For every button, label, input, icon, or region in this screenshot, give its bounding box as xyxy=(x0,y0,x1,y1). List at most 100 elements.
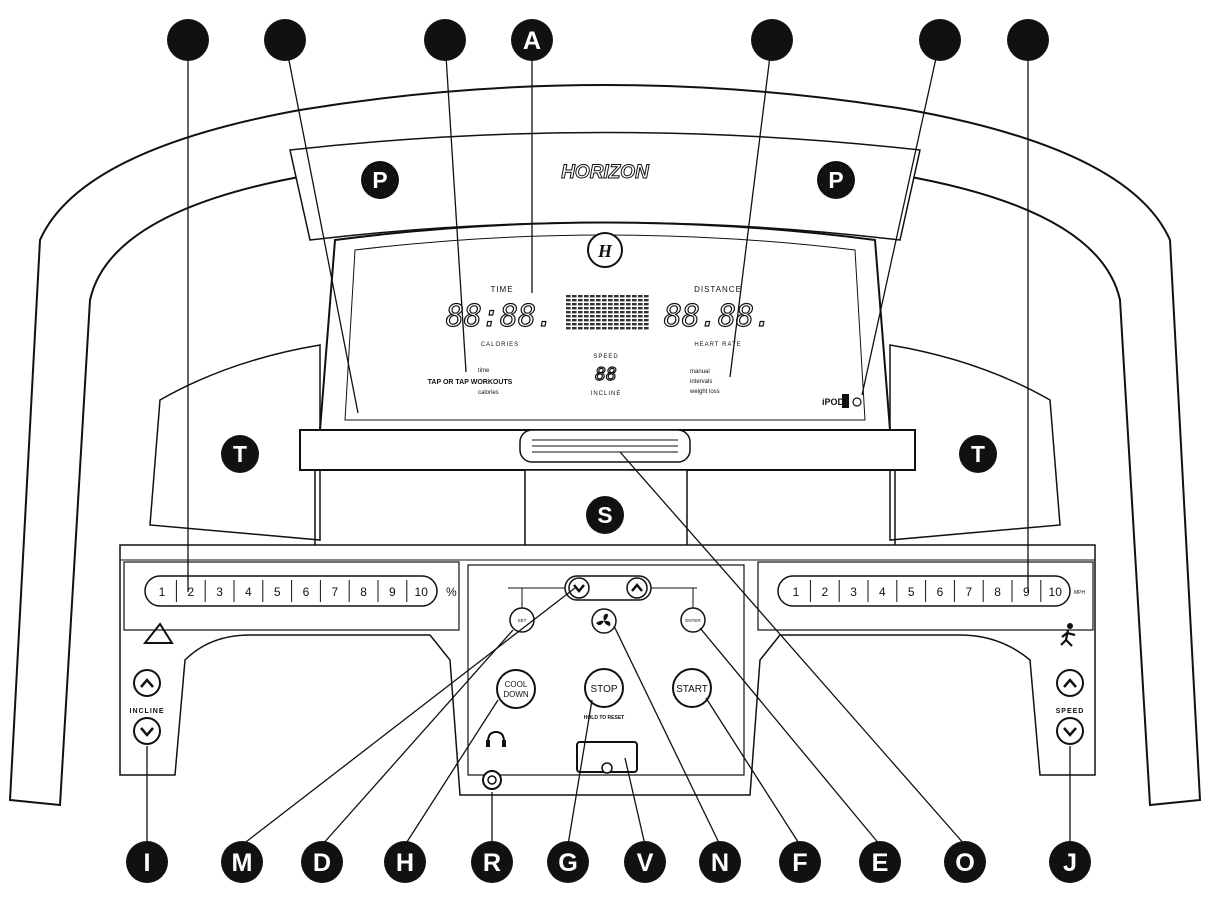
matrix-cell xyxy=(620,327,625,330)
quick-key-2[interactable]: 2 xyxy=(821,585,828,599)
svg-text:ENTER: ENTER xyxy=(685,618,701,623)
matrix-cell xyxy=(638,299,643,302)
matrix-cell xyxy=(584,295,589,298)
matrix-cell xyxy=(584,299,589,302)
incline-keys-group: 1 2 3 4 5 6 7 8 9 10 xyxy=(159,580,429,602)
matrix-cell xyxy=(590,327,595,330)
speed-down-button[interactable] xyxy=(1056,717,1084,745)
matrix-cell xyxy=(584,327,589,330)
matrix-cell xyxy=(644,303,649,306)
matrix-cell xyxy=(632,303,637,306)
callout-top-5 xyxy=(919,19,961,61)
matrix-cell xyxy=(590,315,595,318)
runner-icon xyxy=(1060,623,1076,647)
quick-key-7[interactable]: 7 xyxy=(965,585,972,599)
quick-key-5[interactable]: 5 xyxy=(274,585,281,599)
matrix-cell xyxy=(638,303,643,306)
matrix-cell xyxy=(596,315,601,318)
matrix-cell xyxy=(578,323,583,326)
quick-key-9[interactable]: 9 xyxy=(1023,585,1030,599)
device-tray[interactable] xyxy=(576,741,638,774)
workout-heading: TAP OR TAP WORKOUTS xyxy=(428,379,513,386)
level-up-button[interactable] xyxy=(626,577,648,599)
speed-readout: 88 xyxy=(595,364,617,385)
level-down-button[interactable] xyxy=(568,577,590,599)
quick-key-6[interactable]: 6 xyxy=(303,585,310,599)
quick-key-8[interactable]: 8 xyxy=(994,585,1001,599)
matrix-cell xyxy=(626,295,631,298)
quick-key-1[interactable]: 1 xyxy=(793,585,800,599)
quick-key-3[interactable]: 3 xyxy=(850,585,857,599)
matrix-cell xyxy=(614,323,619,326)
quick-key-9[interactable]: 9 xyxy=(389,585,396,599)
quick-key-1[interactable]: 1 xyxy=(159,585,166,599)
matrix-cell xyxy=(602,327,607,330)
callout-bottom-2: D xyxy=(301,841,343,883)
matrix-cell xyxy=(614,327,619,330)
fan-button[interactable] xyxy=(591,608,617,634)
quick-key-10[interactable]: 10 xyxy=(1049,585,1063,599)
matrix-cell xyxy=(626,323,631,326)
callout-bottom-7-letter: N xyxy=(711,849,729,877)
callout-bottom-11: J xyxy=(1049,841,1091,883)
matrix-cell xyxy=(572,307,577,310)
matrix-cell xyxy=(632,299,637,302)
matrix-cell xyxy=(608,319,613,322)
speed-up-button[interactable] xyxy=(1056,669,1084,697)
callout-bottom-11-letter: J xyxy=(1063,849,1077,877)
time-label: TIME xyxy=(490,285,513,294)
matrix-cell xyxy=(626,327,631,330)
matrix-cell xyxy=(602,315,607,318)
matrix-cell xyxy=(596,299,601,302)
logo-badge xyxy=(587,232,623,268)
quick-key-3[interactable]: 3 xyxy=(216,585,223,599)
matrix-cell xyxy=(608,303,613,306)
matrix-cell xyxy=(572,323,577,326)
speed-keypad xyxy=(777,575,1071,607)
quick-key-6[interactable]: 6 xyxy=(937,585,944,599)
stop-button[interactable]: STOP xyxy=(584,668,624,708)
matrix-cell xyxy=(584,315,589,318)
matrix-cell xyxy=(644,307,649,310)
matrix-cell xyxy=(566,311,571,314)
matrix-cell xyxy=(614,303,619,306)
workout-left-2: calories xyxy=(478,390,499,396)
callout-bottom-6: V xyxy=(624,841,666,883)
matrix-cell xyxy=(572,315,577,318)
right-small-button[interactable]: ENTER xyxy=(680,607,706,633)
incline-down-button[interactable] xyxy=(133,717,161,745)
callout-bottom-1: M xyxy=(221,841,263,883)
svg-text:COOL: COOL xyxy=(505,680,528,689)
quick-key-7[interactable]: 7 xyxy=(331,585,338,599)
matrix-cell xyxy=(566,295,571,298)
matrix-cell xyxy=(572,295,577,298)
matrix-cell xyxy=(584,319,589,322)
quick-key-4[interactable]: 4 xyxy=(245,585,252,599)
matrix-cell xyxy=(590,299,595,302)
audio-jack[interactable] xyxy=(482,770,502,790)
matrix-cell xyxy=(566,319,571,322)
incline-up-button[interactable] xyxy=(133,669,161,697)
matrix-cell xyxy=(644,319,649,322)
matrix-cell xyxy=(626,303,631,306)
matrix-cell xyxy=(590,295,595,298)
matrix-cell xyxy=(614,295,619,298)
callout-bottom-9: E xyxy=(859,841,901,883)
quick-key-8[interactable]: 8 xyxy=(360,585,367,599)
callout-top-3-letter: A xyxy=(523,27,541,55)
speed-keys-group: 1 2 3 4 5 6 7 8 9 10 xyxy=(793,580,1063,602)
svg-text:DOWN: DOWN xyxy=(503,690,529,699)
cool-down-button[interactable]: COOL DOWN xyxy=(496,669,536,709)
matrix-cell xyxy=(614,311,619,314)
matrix-cell xyxy=(566,315,571,318)
quick-key-10[interactable]: 10 xyxy=(415,585,429,599)
start-button[interactable]: START xyxy=(672,668,712,708)
matrix-cell xyxy=(578,319,583,322)
matrix-cell xyxy=(602,307,607,310)
badge-p-right: P xyxy=(817,161,855,199)
matrix-cell xyxy=(566,307,571,310)
quick-key-2[interactable]: 2 xyxy=(187,585,194,599)
quick-key-5[interactable]: 5 xyxy=(908,585,915,599)
quick-key-4[interactable]: 4 xyxy=(879,585,886,599)
